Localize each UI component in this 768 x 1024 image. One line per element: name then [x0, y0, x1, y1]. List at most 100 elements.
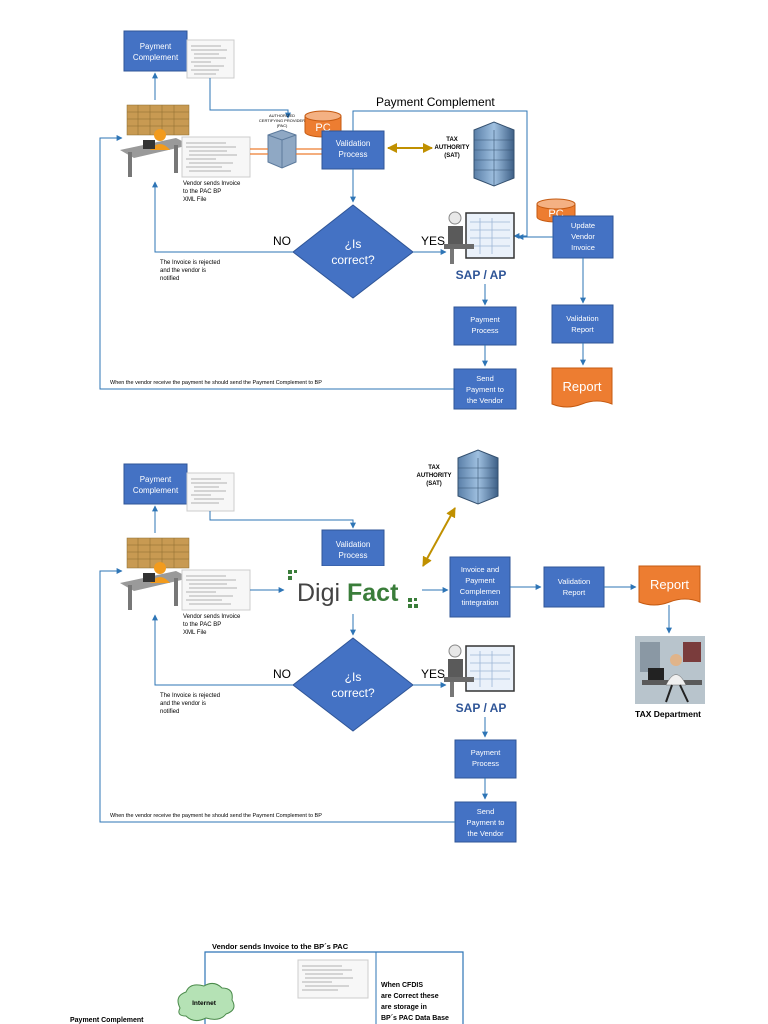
database-cylinder-icon: PC — [536, 198, 576, 223]
update-label-3: Invoice — [571, 243, 595, 252]
cfdis-note-line-3: are storage in — [381, 1004, 427, 1011]
tax-authority-label-3: (SAT) — [426, 481, 442, 487]
decision-label-1: ¿Is — [345, 670, 362, 684]
connector — [209, 511, 356, 529]
connector — [152, 181, 293, 253]
rejected-line-1: The Invoice is rejected — [160, 693, 220, 699]
tax-building-icon — [473, 121, 515, 187]
validation-label-2: Process — [339, 150, 368, 159]
payment-complement-title: Payment Complement — [376, 95, 495, 109]
payment-complement-label-1: Payment — [140, 475, 172, 484]
sap-ap-label: SAP / AP — [456, 701, 507, 715]
decision-label-2: correct? — [331, 686, 375, 700]
digifact-logo-part-2: Fact — [347, 579, 399, 607]
send-payment-label-3: the Vendor — [467, 396, 504, 405]
vendor-desk-icon — [120, 537, 190, 610]
payment-complement-box: Payment Complement — [123, 30, 188, 72]
payment-process-label-1: Payment — [471, 748, 502, 757]
report-label: Report — [562, 379, 601, 394]
integration-label-1: Invoice and — [461, 565, 499, 574]
flow-1: Payment Complement Vendor sends Inv — [99, 30, 614, 410]
report-document-shape: Report — [638, 565, 701, 606]
internet-cloud-icon: Internet — [177, 982, 235, 1022]
send-payment-label-2: Payment to — [467, 818, 505, 827]
internet-label: Internet — [192, 1000, 217, 1007]
pac-label-1: AUTHORIZED — [269, 113, 295, 118]
pac-label-3: (PAC) — [277, 123, 288, 128]
vendor-sends-line-2: to the PAC BP — [183, 189, 221, 195]
tax-authority-label-3: (SAT) — [444, 153, 460, 159]
cfdis-note-line-1: When CFDIS — [381, 982, 423, 989]
tax-building-icon — [457, 449, 499, 505]
integration-box: Invoice and Payment Complemen tintegrati… — [449, 556, 511, 618]
xml-document-icon — [186, 472, 235, 512]
vendor-sends-line-3: XML File — [183, 630, 207, 636]
flow-3-title: Vendor sends Invoice to the BP´s PAC — [212, 942, 349, 951]
decision-label-2: correct? — [331, 253, 375, 267]
vendor-receive-note: When the vendor receive the payment he s… — [110, 380, 322, 386]
connector — [99, 135, 454, 390]
connector — [209, 78, 291, 119]
payment-complement-label-2: Complement — [133, 486, 179, 495]
update-label-1: Update — [571, 221, 595, 230]
sap-workstation-icon — [444, 644, 515, 697]
decision-diamond: ¿Is correct? — [292, 637, 414, 732]
tax-authority-label-2: AUTHORITY — [417, 473, 452, 479]
rejected-line-3: notified — [160, 709, 179, 715]
payment-process-label-2: Process — [472, 759, 499, 768]
validation-process-box: Validation Process — [321, 130, 385, 170]
connector — [250, 148, 322, 155]
xml-document-icon — [186, 39, 235, 79]
xml-document-icon — [181, 136, 251, 178]
payment-process-label-2: Process — [471, 326, 498, 335]
yes-label: YES — [421, 667, 445, 681]
tax-authority-label-1: TAX — [428, 465, 440, 471]
update-label-2: Vendor — [571, 232, 595, 241]
payment-complement-box: Payment Complement — [123, 463, 188, 505]
rejected-line-1: The Invoice is rejected — [160, 260, 220, 266]
validation-report-label-2: Report — [563, 588, 586, 597]
vendor-sends-line-3: XML File — [183, 197, 207, 203]
sap-ap-label: SAP / AP — [456, 268, 507, 282]
payment-process-box: Payment Process — [454, 739, 517, 779]
send-payment-label-1: Send — [476, 374, 494, 383]
vendor-desk-icon — [120, 104, 190, 177]
yes-label: YES — [421, 234, 445, 248]
xml-document-icon — [181, 569, 251, 611]
send-payment-label-2: Payment to — [466, 385, 504, 394]
report-document-shape: Report — [551, 367, 613, 408]
validation-label-2: Process — [339, 551, 368, 560]
payment-complement-label-1: Payment — [140, 42, 172, 51]
payment-complement-label: Payment Complement — [70, 1017, 144, 1024]
digifact-logo: Digi Fact — [286, 566, 422, 614]
tax-authority-label-2: AUTHORITY — [435, 145, 470, 151]
integration-label-3: Complemen — [460, 587, 500, 596]
vendor-sends-line-2: to the PAC BP — [183, 622, 221, 628]
pac-label-2: CERTIFYING PROVIDER — [259, 118, 305, 123]
flow-2: Payment Complement Vendor sends Invoice … — [99, 449, 705, 843]
integration-label-2: Payment — [465, 576, 496, 585]
send-payment-box: Send Payment to the Vendor — [453, 368, 517, 410]
cfdis-note-line-4: BP´s PAC Data Base — [381, 1015, 449, 1022]
payment-process-label-1: Payment — [470, 315, 501, 324]
vendor-sends-line-1: Vendor sends Invoice — [183, 614, 241, 620]
connector — [99, 568, 455, 823]
validation-report-label-1: Validation — [566, 314, 598, 323]
validation-label-1: Validation — [336, 540, 371, 549]
payment-process-box: Payment Process — [453, 306, 517, 346]
decision-label-1: ¿Is — [345, 237, 362, 251]
vendor-sends-line-1: Vendor sends Invoice — [183, 181, 241, 187]
connector — [422, 507, 456, 567]
tax-department-label: TAX Department — [635, 709, 701, 719]
rejected-line-2: and the vendor is — [160, 701, 206, 707]
report-label: Report — [650, 577, 689, 592]
integration-label-4: tintegration — [461, 598, 498, 607]
vendor-receive-note: When the vendor receive the payment he s… — [110, 813, 322, 819]
server-icon — [267, 129, 297, 169]
rejected-line-3: notified — [160, 276, 179, 282]
send-payment-box: Send Payment to the Vendor — [454, 801, 517, 843]
tax-authority-label-1: TAX — [446, 137, 458, 143]
send-payment-label-1: Send — [477, 807, 495, 816]
no-label: NO — [273, 234, 291, 248]
payment-complement-label-2: Complement — [133, 53, 179, 62]
